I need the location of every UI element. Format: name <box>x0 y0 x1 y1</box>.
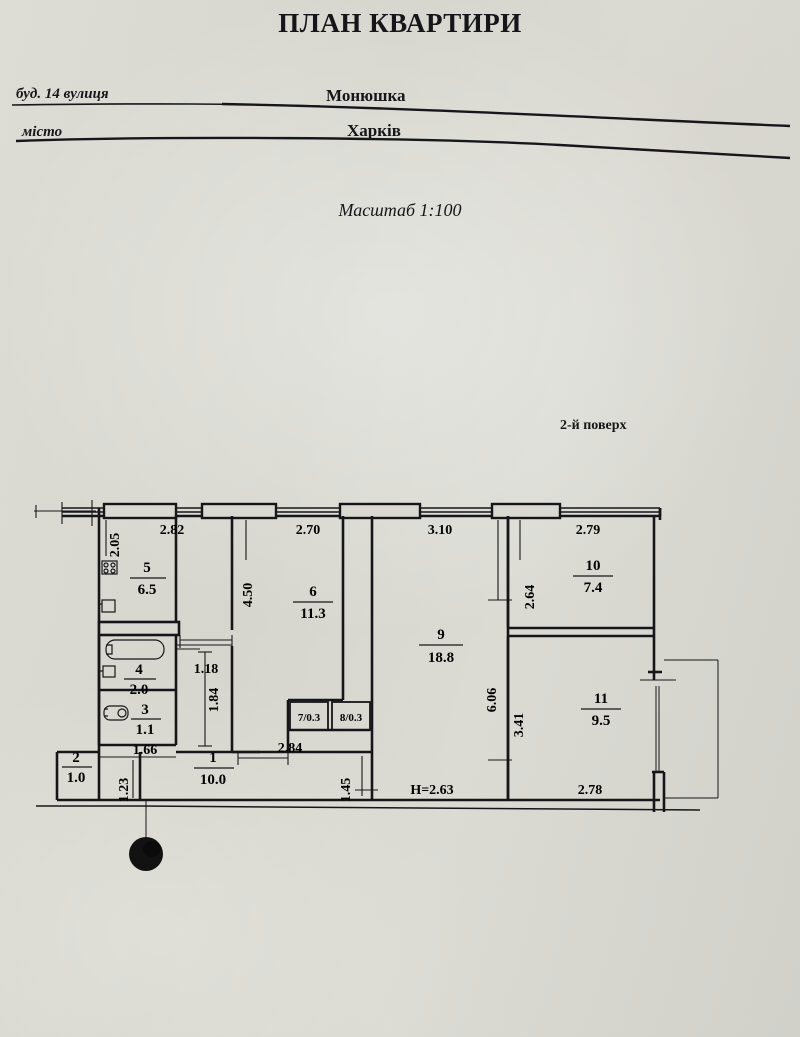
dim-bath-width: 1.66 <box>133 743 158 758</box>
room-3-number: 3 <box>141 702 149 718</box>
room-9-number: 9 <box>437 627 445 643</box>
room-6-number: 6 <box>309 584 317 600</box>
dim-room6-height: 4.50 <box>241 583 256 608</box>
dim-corridor-1: 1.18 <box>194 662 219 677</box>
room-3-area: 1.1 <box>136 722 155 738</box>
room-1-number: 1 <box>209 750 217 766</box>
room-11-number: 11 <box>594 691 608 707</box>
dim-corridor-right: 1.45 <box>339 778 354 803</box>
room-2-number: 2 <box>72 750 80 766</box>
dim-top-9: 3.10 <box>428 523 453 538</box>
room-4-number: 4 <box>135 662 143 678</box>
closet-8-label: 8/0.3 <box>340 712 363 724</box>
room-6-area: 11.3 <box>300 606 325 622</box>
room-1-area: 10.0 <box>200 772 226 788</box>
address-rule-lines <box>11 102 791 160</box>
room-2-area: 1.0 <box>67 770 86 786</box>
dim-room10-height: 2.64 <box>523 585 538 610</box>
building-label: буд. 14 вулиця <box>16 86 109 102</box>
room-4-area: 2.0 <box>130 682 149 698</box>
dim-top-10: 2.79 <box>576 523 601 538</box>
room-5-number: 5 <box>143 560 151 576</box>
room-10-number: 10 <box>586 558 601 574</box>
dim-right-total-height: 6.06 <box>485 688 500 713</box>
room-5-area: 6.5 <box>138 582 157 598</box>
dim-top-6: 2.70 <box>296 523 321 538</box>
dim-top-5: 2.82 <box>160 523 185 538</box>
floor-indicator: 2-й поверх <box>560 418 627 433</box>
dim-room1-width: 2.84 <box>278 741 303 756</box>
dim-room11-height: 3.41 <box>512 713 527 738</box>
page-title: ПЛАН КВАРТИРИ <box>278 8 522 38</box>
closet-7-label: 7/0.3 <box>298 712 321 724</box>
city-label: місто <box>22 124 63 140</box>
ceiling-height-label: H=2.63 <box>410 783 453 798</box>
room-10-area: 7.4 <box>584 580 603 596</box>
dim-kitchen-depth: 2.05 <box>108 533 123 558</box>
city-value: Харків <box>347 121 401 140</box>
street-value: Монюшка <box>326 86 406 105</box>
dim-room11-width: 2.78 <box>578 783 603 798</box>
dim-corridor-2: 1.84 <box>207 688 222 713</box>
room-11-area: 9.5 <box>592 713 611 729</box>
scale-text: Масштаб 1:100 <box>338 200 462 220</box>
dim-hall-width: 1.23 <box>117 778 132 803</box>
room-9-area: 18.8 <box>428 650 454 666</box>
